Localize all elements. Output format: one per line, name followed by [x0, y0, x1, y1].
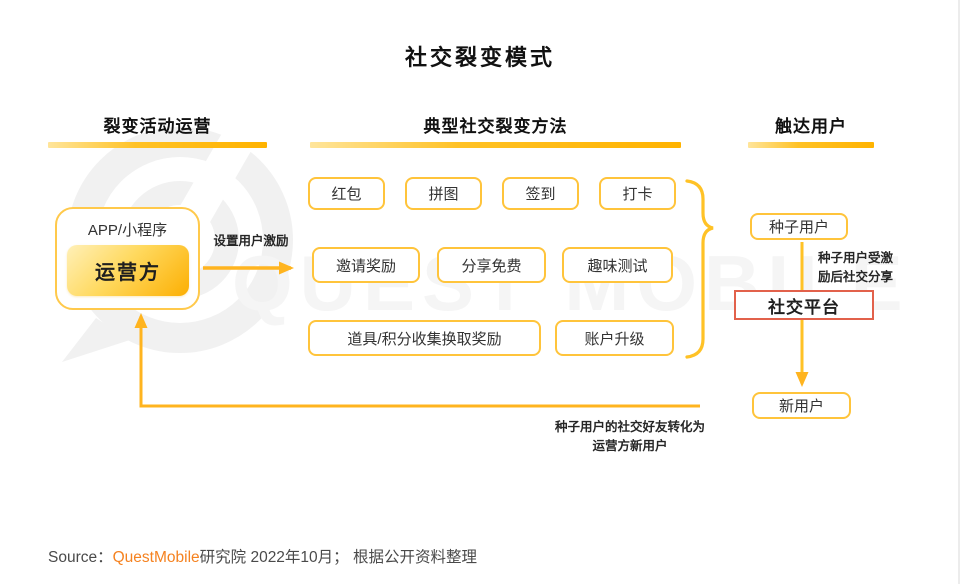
- curly-brace: [685, 179, 714, 359]
- feedback-arrow: [134, 313, 700, 408]
